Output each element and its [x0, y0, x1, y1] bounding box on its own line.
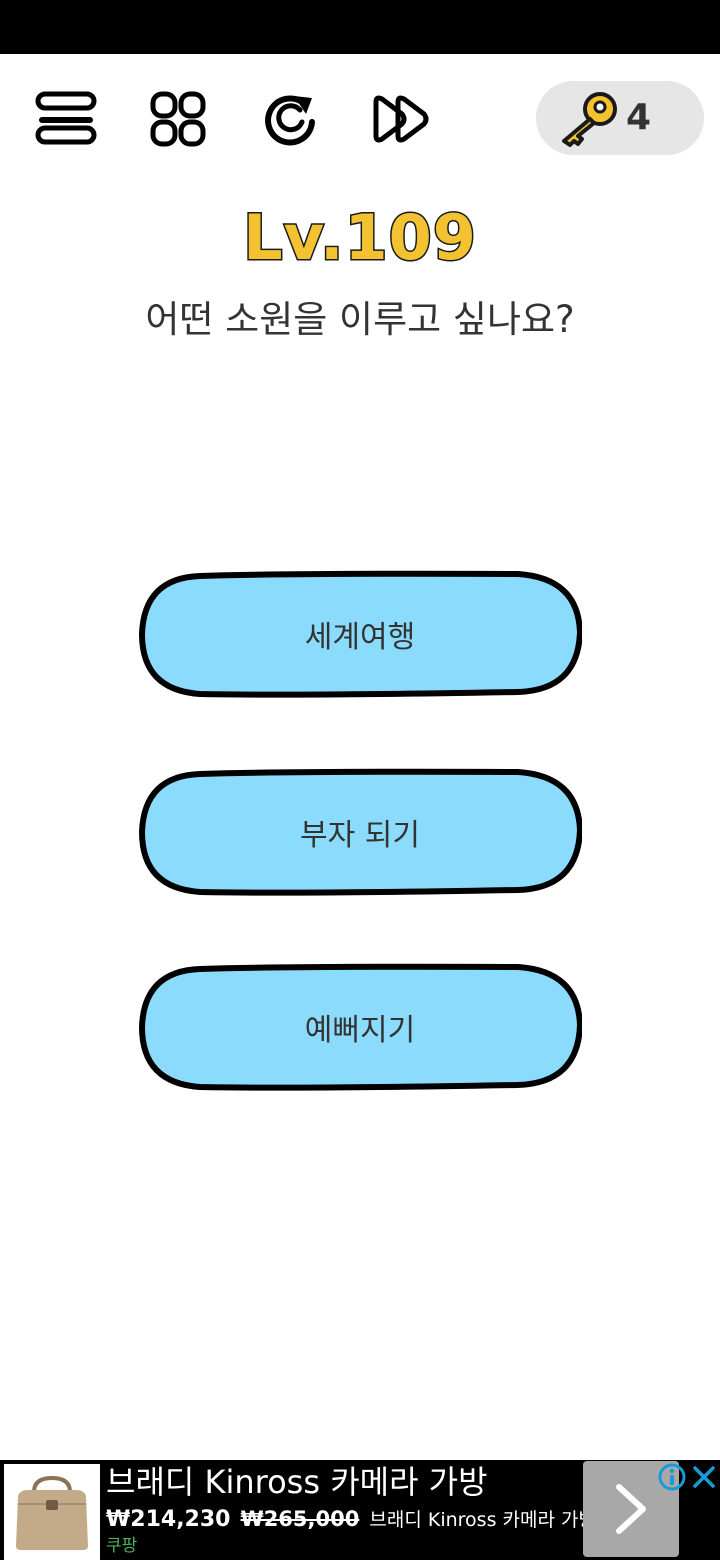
restart-icon — [265, 95, 315, 146]
answer-label: 세계여행 — [304, 620, 416, 655]
hint-keys-button[interactable] — [536, 81, 704, 155]
status-bar — [0, 0, 720, 54]
answer-background — [138, 963, 582, 1091]
ad-original-price: ₩265,000 — [240, 1507, 360, 1531]
level-grid-icon — [150, 91, 206, 147]
answer-label: 예뻐지기 — [304, 1013, 416, 1048]
bag-image — [16, 1475, 88, 1550]
ad-description: 브래디 Kinross 카메라 가방 — [369, 1509, 596, 1531]
ad-product-image[interactable] — [4, 1464, 100, 1560]
key-icon — [562, 92, 617, 147]
question-text: 어떤 소원을 이루고 싶나요? — [145, 298, 575, 341]
ad-open-button[interactable] — [583, 1461, 679, 1557]
info-icon — [658, 1463, 686, 1491]
ad-info-button[interactable] — [658, 1463, 686, 1491]
answer-background — [138, 570, 582, 698]
menu-icon — [35, 91, 97, 145]
key-count: 4 — [626, 97, 652, 138]
ad-price: ₩214,230 — [106, 1507, 231, 1532]
skip-icon — [373, 95, 429, 143]
ad-title[interactable]: 브래디 Kinross 카메라 가방 — [106, 1463, 488, 1501]
answer-button-get-rich[interactable]: 부자 되기 — [138, 768, 582, 896]
ad-close-button[interactable] — [690, 1463, 718, 1491]
close-icon — [693, 1466, 715, 1488]
level-title: Lv.109 — [242, 200, 478, 276]
answer-label: 부자 되기 — [300, 818, 420, 853]
ad-price-row: ₩214,230 ₩265,000 브래디 Kinross 카메라 가방 — [106, 1504, 596, 1534]
answer-button-world-travel[interactable]: 세계여행 — [138, 570, 582, 698]
levels-button[interactable] — [146, 88, 210, 152]
chevron-right-icon — [616, 1484, 646, 1534]
ad-brand: 쿠팡 — [106, 1536, 138, 1556]
restart-button[interactable] — [258, 88, 322, 152]
answer-background — [138, 768, 582, 896]
answer-button-get-pretty[interactable]: 예뻐지기 — [138, 963, 582, 1091]
menu-button[interactable] — [34, 88, 98, 152]
skip-button[interactable] — [370, 88, 434, 152]
